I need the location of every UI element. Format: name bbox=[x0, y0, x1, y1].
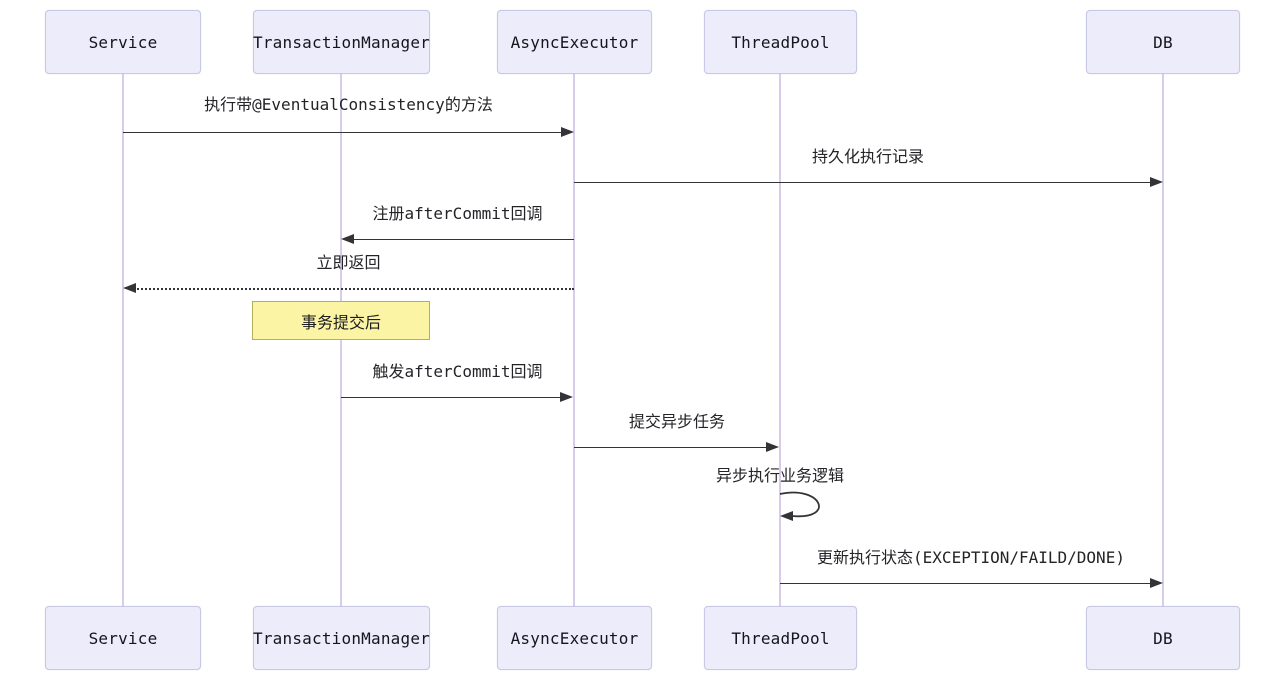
actor-top-service: Service bbox=[45, 10, 201, 74]
message-label-0: 执行带@EventualConsistency的方法 bbox=[204, 95, 493, 114]
note-after-commit: 事务提交后 bbox=[252, 301, 430, 340]
actor-top-threadpool: ThreadPool bbox=[704, 10, 857, 74]
arrowhead-right-icon bbox=[560, 392, 573, 402]
message-label-2: 注册afterCommit回调 bbox=[372, 204, 543, 223]
arrowhead-right-icon bbox=[1150, 177, 1163, 187]
lifeline-transactionmanager bbox=[340, 74, 342, 606]
actor-bottom-asyncexecutor: AsyncExecutor bbox=[497, 606, 652, 670]
arrowhead-right-icon bbox=[1150, 578, 1163, 588]
message-arrow-2 bbox=[352, 239, 574, 240]
arrowhead-left-icon bbox=[123, 283, 136, 293]
message-arrow-0 bbox=[123, 132, 563, 133]
arrowhead-right-icon bbox=[561, 127, 574, 137]
message-arrow-5 bbox=[574, 447, 770, 448]
message-label-3: 立即返回 bbox=[316, 253, 381, 272]
message-arrow-4 bbox=[341, 397, 563, 398]
message-label-1: 持久化执行记录 bbox=[811, 147, 924, 166]
actor-bottom-threadpool: ThreadPool bbox=[704, 606, 857, 670]
message-label-7: 更新执行状态(EXCEPTION/FAILD/DONE) bbox=[817, 548, 1125, 567]
actor-top-db: DB bbox=[1086, 10, 1240, 74]
actor-top-asyncexecutor: AsyncExecutor bbox=[497, 10, 652, 74]
self-loop-arrow bbox=[779, 491, 820, 521]
actor-bottom-db: DB bbox=[1086, 606, 1240, 670]
actor-top-transactionmanager: TransactionManager bbox=[253, 10, 430, 74]
arrowhead-left-icon bbox=[341, 234, 354, 244]
actor-bottom-transactionmanager: TransactionManager bbox=[253, 606, 430, 670]
lifeline-asyncexecutor bbox=[573, 74, 575, 606]
message-label-4: 触发afterCommit回调 bbox=[372, 362, 543, 381]
message-label-6: 异步执行业务逻辑 bbox=[715, 466, 844, 485]
lifeline-service bbox=[122, 74, 124, 606]
actor-bottom-service: Service bbox=[45, 606, 201, 670]
message-label-5: 提交异步任务 bbox=[628, 412, 725, 431]
lifeline-threadpool bbox=[779, 74, 781, 606]
lifeline-db bbox=[1162, 74, 1164, 606]
arrowhead-right-icon bbox=[766, 442, 779, 452]
message-arrow-7 bbox=[780, 583, 1152, 584]
message-arrow-1 bbox=[574, 182, 1152, 183]
message-arrow-3 bbox=[134, 288, 574, 290]
